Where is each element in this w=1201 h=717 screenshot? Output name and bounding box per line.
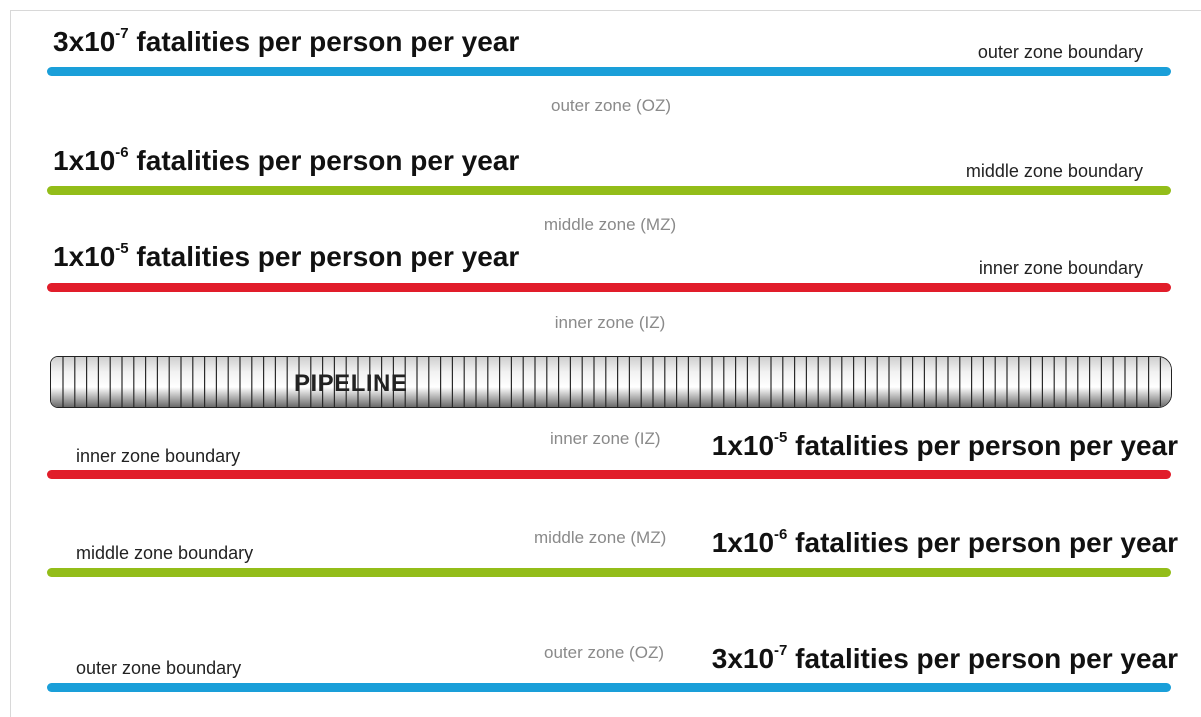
pipeline: PIPELINE bbox=[50, 356, 1172, 408]
lower-inner-boundary-label: inner zone boundary bbox=[76, 446, 241, 466]
lower-middle-risk-label: 1x10-6 fatalities per person per year bbox=[711, 525, 1178, 558]
upper-outer-boundary-label: outer zone boundary bbox=[977, 42, 1143, 62]
lower-inner-risk-label: 1x10-5 fatalities per person per year bbox=[711, 428, 1178, 461]
upper-outer-risk-label: 3x10-7 fatalities per person per year bbox=[53, 24, 520, 57]
upper-outer-zone-label: outer zone (OZ) bbox=[551, 96, 671, 115]
upper-middle-boundary-label: middle zone boundary bbox=[965, 161, 1143, 181]
upper-inner-boundary-line bbox=[47, 283, 1171, 292]
upper-inner-boundary-label: inner zone boundary bbox=[978, 258, 1143, 278]
lower-inner-boundary-line bbox=[47, 470, 1171, 479]
lower-middle-boundary-label: middle zone boundary bbox=[76, 543, 254, 563]
lower-outer-boundary-label: outer zone boundary bbox=[76, 658, 242, 678]
upper-middle-boundary-line bbox=[47, 186, 1171, 195]
lower-outer-risk-label: 3x10-7 fatalities per person per year bbox=[711, 641, 1178, 674]
pipeline-body bbox=[51, 357, 1171, 407]
upper-outer-boundary-line bbox=[47, 67, 1171, 76]
lower-inner-zone-label: inner zone (IZ) bbox=[550, 429, 661, 448]
lower-outer-zone-label: outer zone (OZ) bbox=[544, 643, 664, 662]
upper-inner-risk-label: 1x10-5 fatalities per person per year bbox=[53, 239, 520, 272]
upper-middle-risk-label: 1x10-6 fatalities per person per year bbox=[53, 143, 520, 176]
lower-outer-boundary-line bbox=[47, 683, 1171, 692]
lower-middle-zone-label: middle zone (MZ) bbox=[534, 528, 667, 547]
diagram-frame bbox=[10, 10, 1201, 717]
upper-middle-zone-label: middle zone (MZ) bbox=[543, 215, 677, 234]
lower-middle-boundary-line bbox=[47, 568, 1171, 577]
upper-inner-zone-label: inner zone (IZ) bbox=[554, 313, 666, 332]
pipeline-label: PIPELINE bbox=[294, 370, 408, 397]
